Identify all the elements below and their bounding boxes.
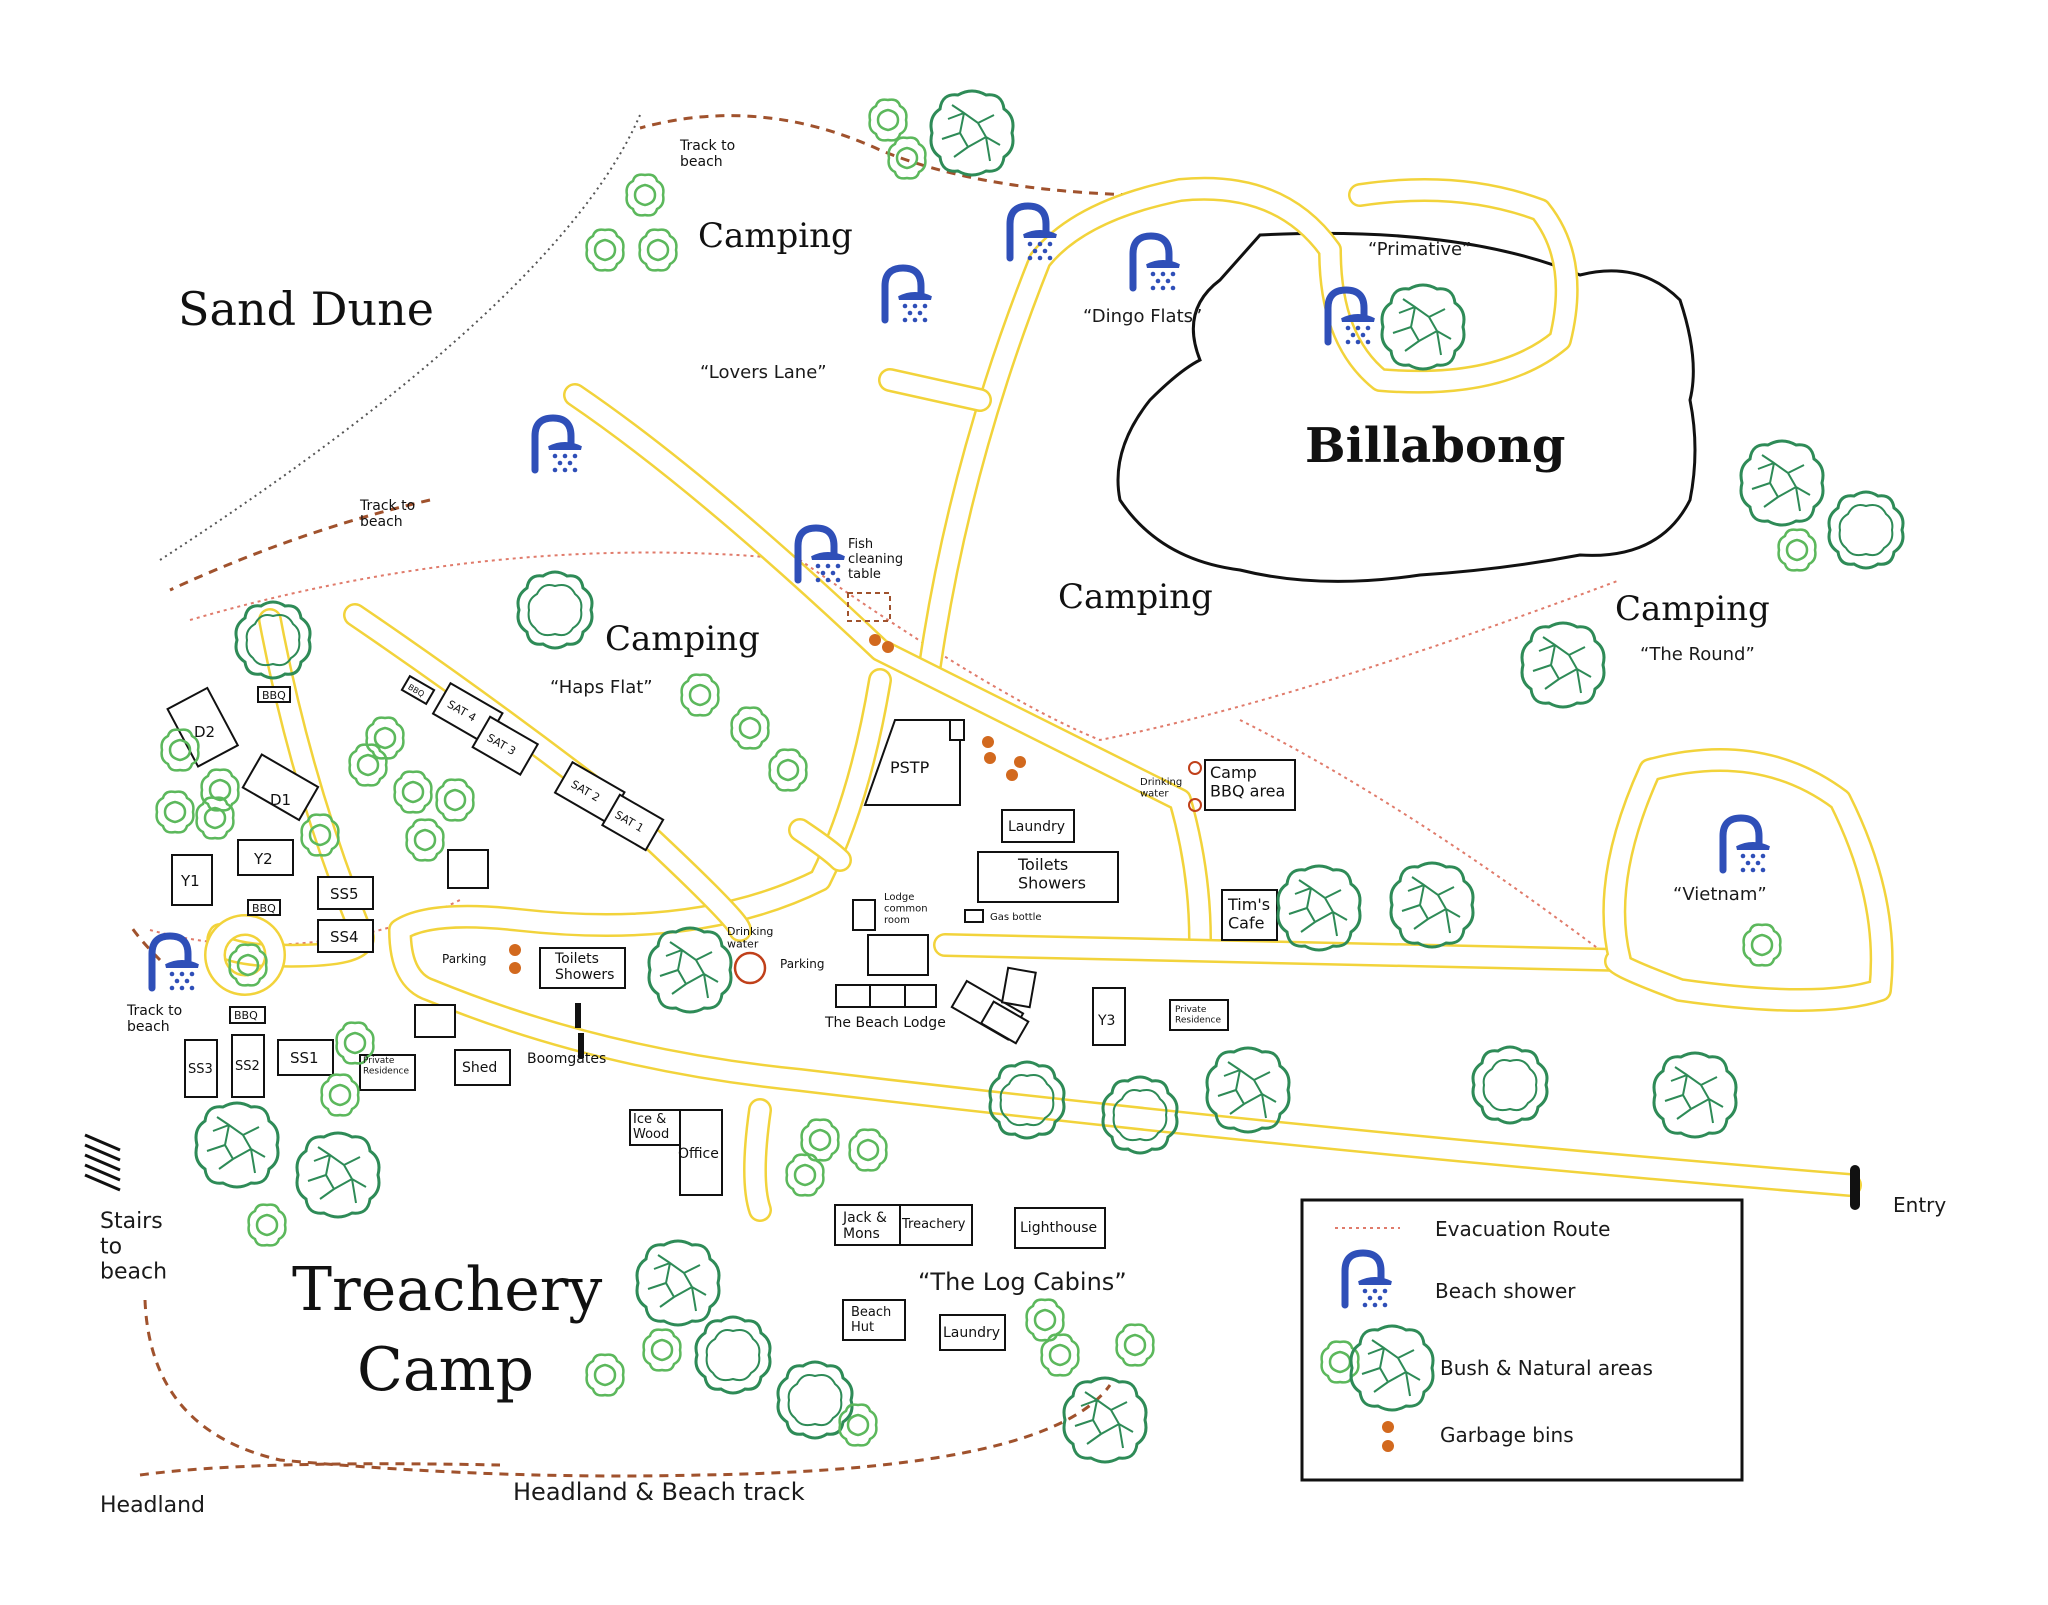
bbq1-label: BBQ xyxy=(262,689,286,702)
track-left xyxy=(128,924,162,962)
buildings xyxy=(166,592,1296,1351)
ss5-label: SS5 xyxy=(330,885,359,903)
parking1-label: Parking xyxy=(442,952,487,966)
headland-label: Headland xyxy=(100,1493,205,1518)
ss2-label: SS2 xyxy=(235,1059,260,1074)
billabong-lake xyxy=(1116,231,1697,583)
shed-label: Shed xyxy=(462,1060,497,1076)
lighthouse-label: Lighthouse xyxy=(1020,1220,1097,1236)
legend-shower: Beach shower xyxy=(1435,1279,1576,1303)
d2-label: D2 xyxy=(194,723,215,741)
ss3-label: SS3 xyxy=(188,1062,213,1077)
building-labels: BBQ D2 D1 Y1 Y2 BBQ SS5 SS4 BBQ SS3 SS2 … xyxy=(180,537,1285,1341)
jack-mons-label: Jack &Mons xyxy=(842,1210,887,1242)
track-stairs xyxy=(143,1299,1112,1478)
treachery-label: Treachery xyxy=(901,1217,966,1232)
primative-label: “Primative” xyxy=(1368,239,1471,260)
d1-label: D1 xyxy=(270,791,291,809)
y1-label: Y1 xyxy=(180,872,200,890)
legend-bins: Garbage bins xyxy=(1440,1423,1574,1447)
legend-bush: Bush & Natural areas xyxy=(1440,1356,1653,1380)
evac-route-1 xyxy=(189,551,1621,742)
entry-gate xyxy=(1850,1165,1860,1210)
entry-label: Entry xyxy=(1893,1193,1946,1217)
pstp-label: PSTP xyxy=(890,758,930,777)
bbq2-label: BBQ xyxy=(252,902,276,915)
ice-wood-label: Ice &Wood xyxy=(633,1112,669,1142)
office-label: Office xyxy=(678,1146,719,1162)
camping-haps-label: Camping xyxy=(605,619,760,659)
boomgate-1 xyxy=(575,1003,581,1028)
y3-label: Y3 xyxy=(1097,1013,1115,1029)
laundry2-label: Laundry xyxy=(943,1325,1000,1341)
beach-track-label: Headland & Beach track xyxy=(513,1478,805,1506)
lovers-lane-label: “Lovers Lane” xyxy=(700,362,827,383)
ss1-label: SS1 xyxy=(290,1049,319,1067)
legend-evacuation: Evacuation Route xyxy=(1435,1217,1610,1241)
track-top xyxy=(639,114,1211,197)
legend: Evacuation Route Beach shower Bush & Nat… xyxy=(1300,1198,1744,1482)
camping-round-label: Camping xyxy=(1615,589,1770,629)
camping-top-label: Camping xyxy=(698,216,853,256)
garbage-bins xyxy=(509,634,1026,974)
sand-dune-edge xyxy=(159,114,641,561)
beach-lodge-label: The Beach Lodge xyxy=(824,1015,946,1031)
evac-route-2 xyxy=(1239,719,1601,951)
parking2-label: Parking xyxy=(780,957,825,971)
boomgate-2 xyxy=(578,1033,584,1058)
sand-dune-label: Sand Dune xyxy=(178,282,434,336)
track-headland xyxy=(139,1462,501,1477)
laundry1-label: Laundry xyxy=(1008,819,1065,835)
stairs-icon xyxy=(84,1133,121,1192)
haps-flat-label: “Haps Flat” xyxy=(550,677,653,698)
title-line1: Treachery xyxy=(292,1255,602,1325)
track-mid xyxy=(169,498,431,592)
billabong-label: Billabong xyxy=(1305,418,1565,474)
boomgates-label: Boomgates xyxy=(527,1051,606,1067)
camping-mid-label: Camping xyxy=(1058,577,1213,617)
vietnam-label: “Vietnam” xyxy=(1673,884,1767,905)
log-cabins-label: “The Log Cabins” xyxy=(918,1268,1127,1296)
dingo-flats-label: “Dingo Flats” xyxy=(1083,306,1202,327)
gas-bottle-label: Gas bottle xyxy=(990,912,1042,923)
bbq3-label: BBQ xyxy=(234,1009,258,1022)
the-round-label: “The Round” xyxy=(1640,644,1755,665)
ss4-label: SS4 xyxy=(330,928,359,946)
y2-label: Y2 xyxy=(253,850,273,868)
title-line2: Camp xyxy=(357,1335,534,1405)
evac-route-3 xyxy=(149,899,461,946)
